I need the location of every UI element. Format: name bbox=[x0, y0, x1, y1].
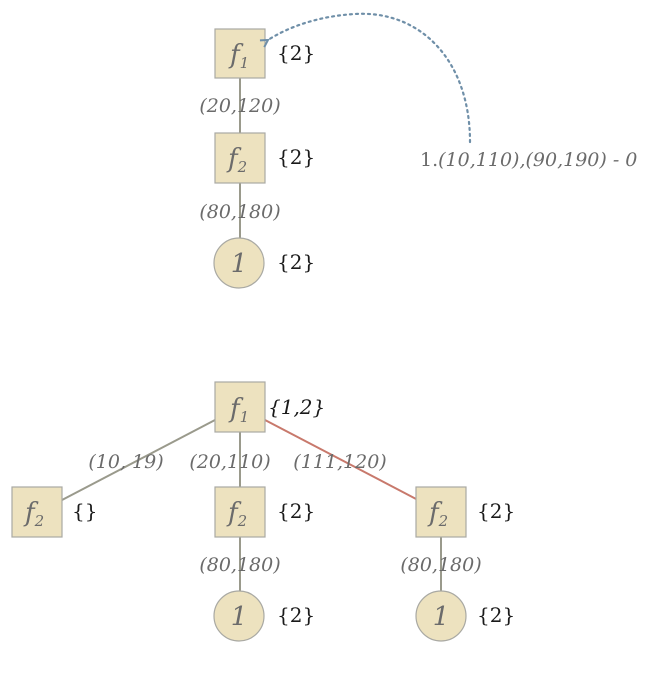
svg-text:1: 1 bbox=[231, 249, 248, 279]
top-node-f1: f1 bbox=[214, 28, 266, 79]
top-node-f2-set: {2} bbox=[277, 145, 315, 169]
top-node-leaf: 1 bbox=[213, 237, 265, 289]
bottom-leaf-right: 1 bbox=[415, 590, 467, 642]
bottom-child-right-f2: f2 bbox=[415, 486, 467, 538]
top-node-f2: f2 bbox=[214, 132, 266, 184]
bottom-root-f1: f1 bbox=[214, 381, 266, 433]
top-node-f1-set: {2} bbox=[277, 41, 315, 65]
bottom-leaf-edge-label-right: (80,180) bbox=[400, 554, 481, 576]
bottom-leaf-edge-label-middle: (80,180) bbox=[199, 554, 280, 576]
bottom-child-right-set: {2} bbox=[477, 499, 515, 523]
bottom-child-middle-f2: f2 bbox=[214, 486, 266, 538]
top-node-leaf-set: {2} bbox=[277, 250, 315, 274]
bottom-leaf-middle-set: {2} bbox=[277, 603, 315, 627]
svg-text:1: 1 bbox=[231, 602, 248, 632]
dotted-arrow bbox=[268, 12, 472, 144]
bottom-edge-label-right: (111,120) bbox=[293, 451, 386, 473]
bottom-edge-root-right bbox=[264, 419, 419, 501]
bottom-leaf-middle: 1 bbox=[213, 590, 265, 642]
bottom-child-left-set: {} bbox=[72, 499, 97, 523]
bottom-child-middle-set: {2} bbox=[277, 499, 315, 523]
top-edge-label-2: (80,180) bbox=[199, 201, 280, 223]
bottom-child-left-f2: f2 bbox=[11, 486, 63, 538]
bottom-edge-root-left bbox=[61, 419, 216, 501]
bottom-tree: (10, 19) (20,110) (111,120) (80,180) (80… bbox=[11, 381, 515, 642]
bottom-root-set: {1,2} bbox=[268, 395, 325, 419]
top-annotation: 1.(10,110),(90,190) - 0 bbox=[420, 149, 637, 171]
bottom-leaf-right-set: {2} bbox=[477, 603, 515, 627]
bottom-edge-label-middle: (20,110) bbox=[189, 451, 270, 473]
top-tree: (20,120) (80,180) f1 {2} f2 {2} 1 {2} 1.… bbox=[199, 12, 637, 289]
top-edge-label-1: (20,120) bbox=[199, 95, 280, 117]
svg-text:1: 1 bbox=[433, 602, 450, 632]
bottom-edge-label-left: (10, 19) bbox=[88, 451, 163, 473]
